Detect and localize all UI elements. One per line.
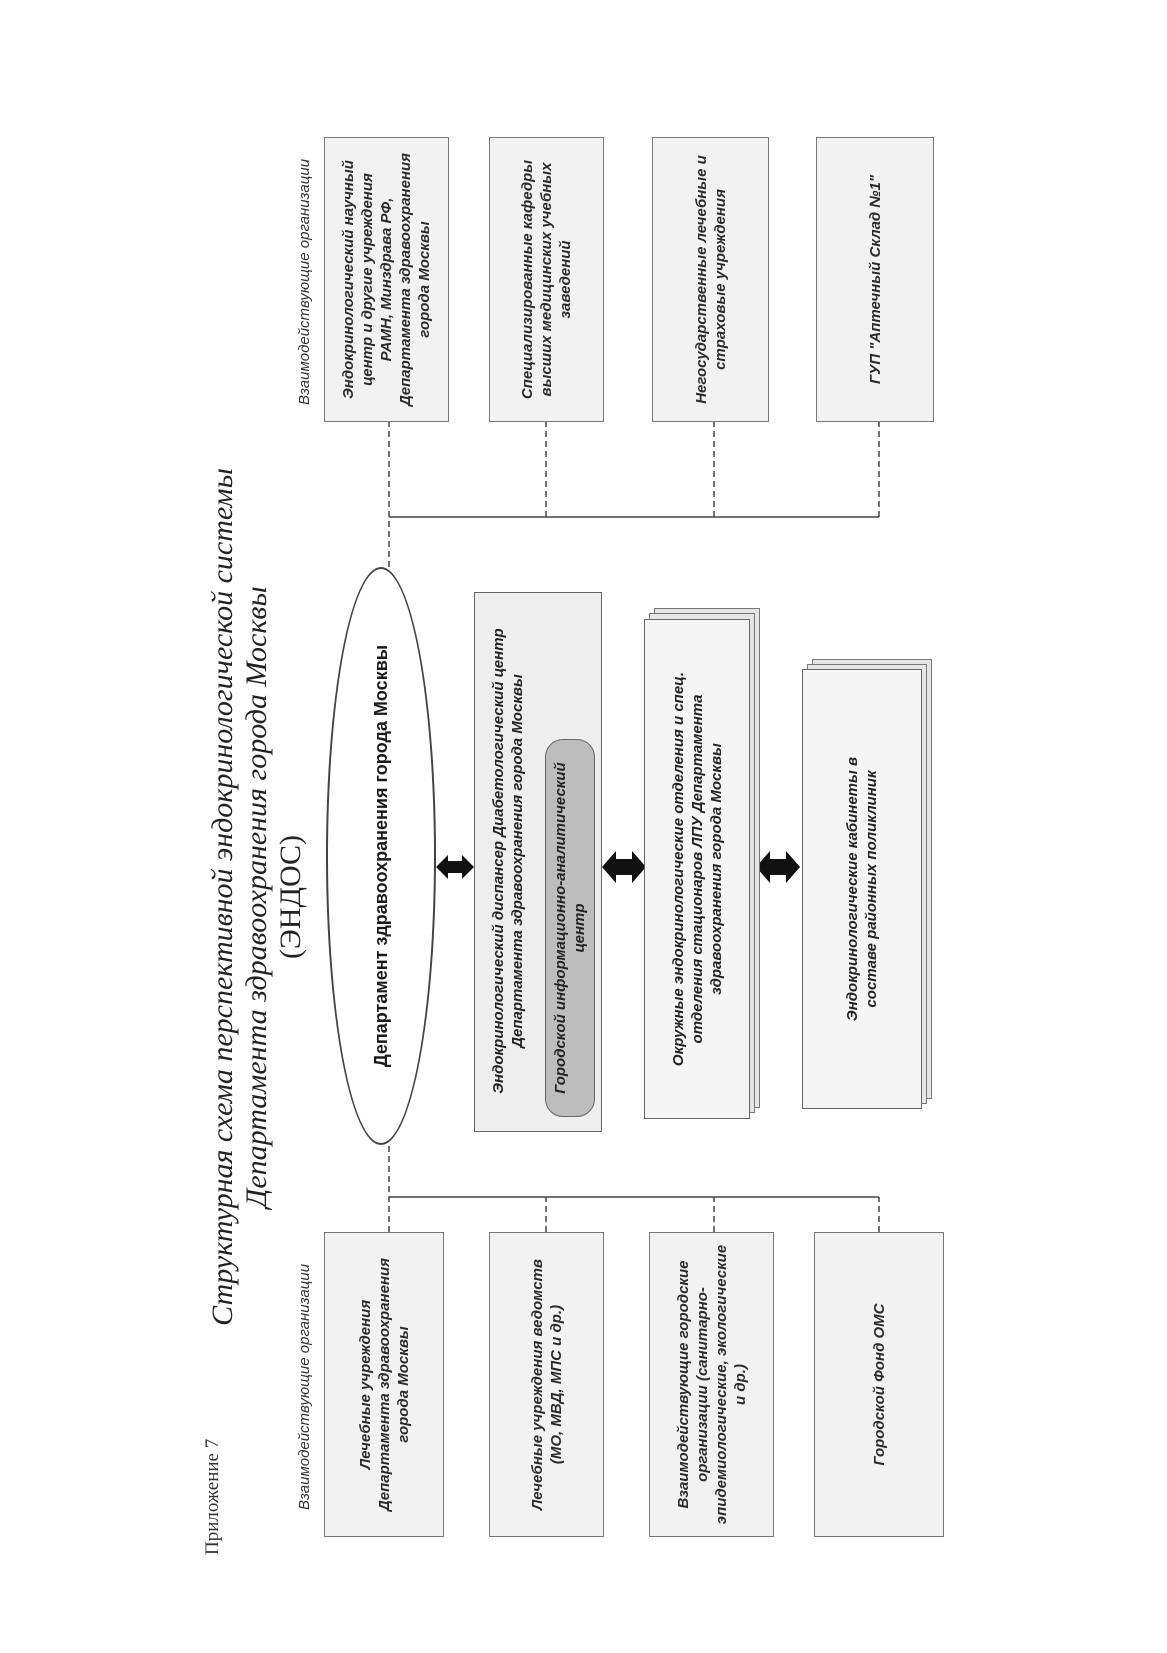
right-box-nongovernmental-institutions: Негосударственные лечебные и страховые у… (651, 136, 769, 422)
right-box-1-text: Эндокринологический научный центр и друг… (339, 152, 433, 406)
rotated-diagram-frame: Приложение 7 Структурная схема перспекти… (184, 87, 984, 1567)
info-center-box: Городской информационно-аналитический це… (544, 738, 595, 1117)
dispensary-text: Эндокринологический диспансер Диабетолог… (489, 627, 526, 1094)
left-box-1-text: Лечебные учреждения Департамента здравоо… (356, 1257, 411, 1511)
double-arrow-department-dispensary (435, 854, 474, 879)
connector-lines (387, 421, 880, 1232)
district-departments-text: Окружные эндокринологические отделения и… (669, 671, 724, 1066)
right-box-endocrinology-science-center: Эндокринологический научный центр и друг… (323, 136, 449, 422)
right-box-pharmacy-warehouse: ГУП "Аптечный Склад №1" (815, 136, 934, 422)
left-box-2-text: Лечебные учреждения ведомств (МО, МВД, М… (528, 1258, 564, 1510)
left-bus-lines (387, 1144, 880, 1232)
right-box-2-text: Специализированные кафедры высших медици… (518, 159, 574, 399)
cabinets-box: Эндокринологические кабинеты в составе р… (801, 668, 922, 1109)
left-box-departmental-institutions: Лечебные учреждения ведомств (МО, МВД, М… (488, 1231, 604, 1537)
dispensary-box: Эндокринологический диспансер Диабетолог… (473, 591, 602, 1132)
right-box-4-text: ГУП "Аптечный Склад №1" (866, 174, 883, 384)
district-departments-box: Окружные эндокринологические отделения и… (643, 618, 750, 1119)
double-arrow-dispensary-districts (601, 850, 646, 883)
center-arrows (435, 850, 800, 883)
info-center-text: Городской информационно-аналитический це… (551, 761, 588, 1094)
cabinets-text: Эндокринологические кабинеты в составе р… (843, 756, 880, 1021)
right-box-university-departments: Специализированные кафедры высших медици… (488, 136, 604, 422)
right-box-3-text: Негосударственные лечебные и страховые у… (692, 154, 728, 404)
right-bus-lines (387, 421, 880, 567)
department-text: Департамент здравоохранения города Москв… (370, 644, 391, 1067)
double-arrow-districts-cabinets (755, 850, 800, 883)
left-box-oms-fund: Городской Фонд ОМС (813, 1231, 944, 1537)
left-box-city-medical-institutions: Лечебные учреждения Департамента здравоо… (323, 1231, 444, 1537)
department-ellipse: Департамент здравоохранения города Москв… (325, 566, 436, 1145)
left-box-4-text: Городской Фонд ОМС (870, 1302, 887, 1466)
left-box-3-text: Взаимодействующие городские организации … (674, 1244, 748, 1524)
left-box-city-organizations: Взаимодействующие городские организации … (648, 1231, 774, 1537)
